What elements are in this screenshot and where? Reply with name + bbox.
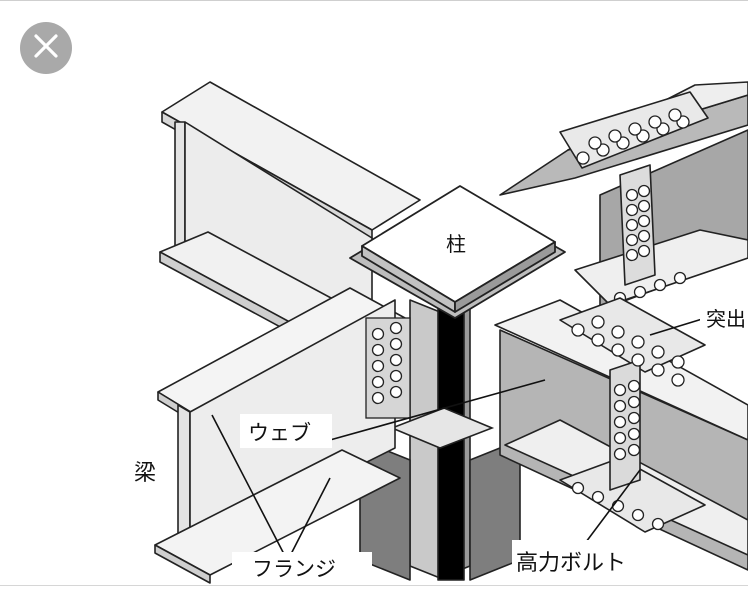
- label-flange-box: [232, 552, 372, 584]
- label-beam: 梁: [134, 461, 156, 486]
- column-cap-plate: [349, 185, 566, 319]
- leader-flange-right: [289, 477, 331, 557]
- front-left-bolts: [365, 317, 411, 419]
- lower-diaphragm: [389, 407, 495, 449]
- leader-web: [329, 379, 546, 441]
- bottom-divider: [0, 585, 748, 586]
- label-column: 柱: [446, 232, 466, 256]
- leader-bolt: [579, 469, 641, 551]
- front-left-beam: [154, 287, 406, 584]
- label-web-box: [240, 414, 332, 448]
- label-bolt: 高力ボルト: [516, 551, 626, 576]
- top-divider: [0, 0, 748, 1]
- label-flange: フランジ: [252, 557, 336, 581]
- leader-lines: [211, 315, 713, 557]
- label-protrusion: 突出: [706, 307, 746, 331]
- label-protrusion-box: [700, 304, 748, 334]
- column: [359, 299, 521, 581]
- rear-right-beam: [499, 81, 748, 311]
- label-bolt-box: [512, 540, 664, 578]
- leader-flange-left: [211, 414, 286, 557]
- front-right-bolts: [571, 315, 685, 531]
- rear-right-bolts: [576, 108, 690, 305]
- close-button[interactable]: [20, 22, 72, 74]
- label-web: ウェブ: [248, 421, 311, 445]
- close-icon: [33, 33, 59, 63]
